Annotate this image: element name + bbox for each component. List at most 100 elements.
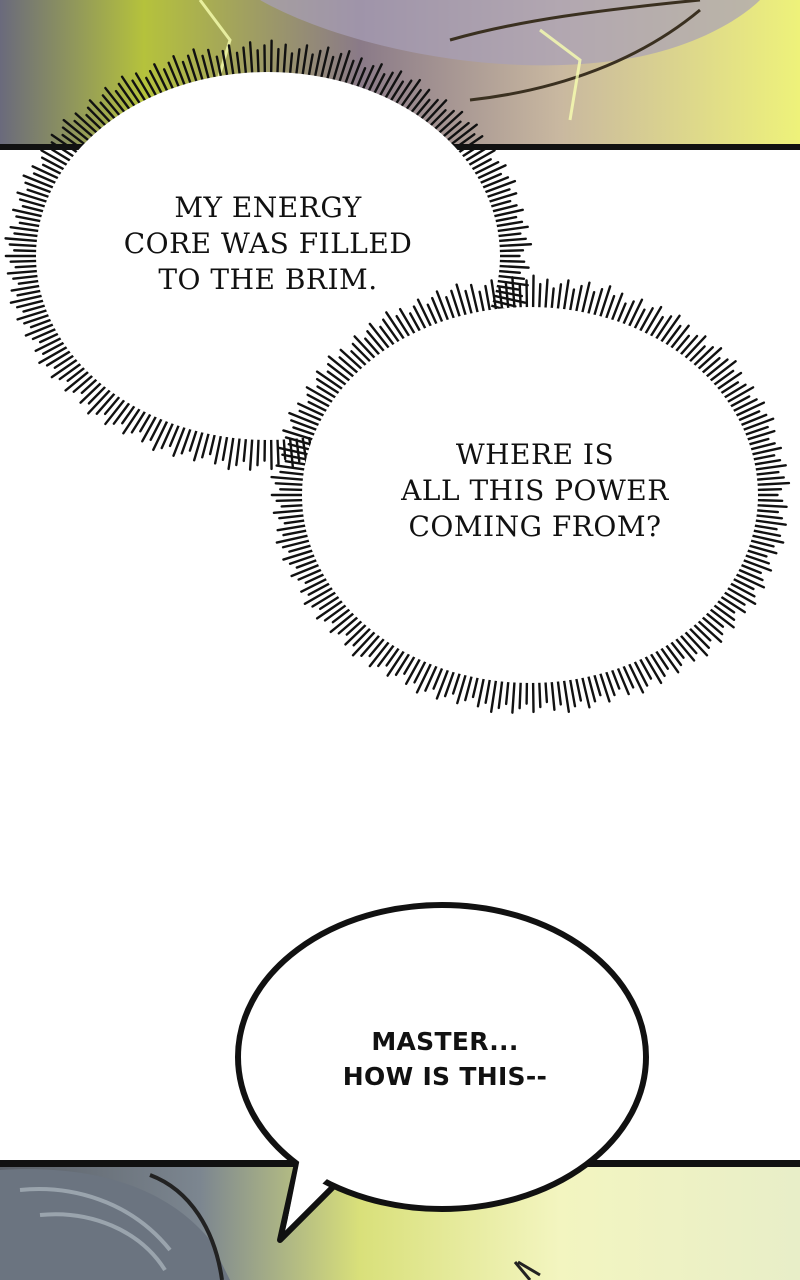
- bubble-spike: [683, 335, 707, 361]
- bubble-spike: [696, 347, 723, 372]
- bubble-spike: [495, 274, 526, 281]
- bubble-spike: [79, 380, 104, 404]
- bubble-spike: [74, 112, 99, 135]
- bubble-spike: [337, 615, 360, 635]
- bubble-spike: [643, 654, 663, 685]
- bubble-spike: [34, 336, 64, 353]
- bubble-spike: [325, 55, 335, 82]
- bubble-spike: [711, 603, 736, 621]
- bubble-spike: [315, 370, 345, 392]
- bubble-spike: [632, 308, 646, 332]
- bubble-spike: [749, 446, 783, 456]
- bubble-spike: [368, 322, 391, 351]
- bubble-spike: [627, 661, 645, 694]
- bubble-spike: [403, 654, 417, 675]
- bubble-spike: [288, 553, 318, 565]
- bubble-spike: [740, 558, 773, 572]
- bubble-spike: [32, 172, 59, 185]
- bubble-spike: [15, 299, 47, 309]
- bubble-spike: [307, 400, 330, 413]
- bubble-spike: [87, 387, 113, 415]
- thought-2-line-1: WHERE IS: [455, 438, 615, 471]
- bubble-spike: [449, 123, 478, 147]
- bubble-spike: [733, 401, 766, 418]
- bubble-spike: [337, 50, 351, 85]
- bubble-spike: [148, 69, 164, 96]
- bubble-spike: [478, 290, 486, 315]
- bubble-spike: [307, 581, 332, 596]
- bubble-spike: [428, 109, 447, 128]
- bubble-spike: [738, 563, 762, 575]
- bubble-spike: [673, 334, 691, 354]
- bubble-spike: [288, 52, 294, 77]
- bubble-spike: [494, 225, 529, 233]
- bubble-spike: [172, 424, 187, 457]
- bubble-spike: [754, 509, 780, 514]
- bubble-spike: [101, 94, 122, 118]
- bubble-spike: [700, 356, 721, 375]
- bubble-spike: [673, 636, 696, 662]
- bubble-spike: [721, 383, 747, 400]
- thought-bubble-1-text: MY ENERGY CORE WAS FILLED TO THE BRIM.: [118, 190, 418, 298]
- bubble-spike: [160, 420, 175, 450]
- bubble-spike: [423, 99, 448, 125]
- bubble-spike: [114, 89, 132, 112]
- speech-bubble: [235, 902, 649, 1212]
- thought-bubble-1: [36, 72, 500, 440]
- bubble-spike: [26, 188, 52, 199]
- bubble-spike: [167, 61, 181, 90]
- bubble-spike: [278, 514, 307, 520]
- bubble-spike: [489, 204, 518, 213]
- bubble-spike: [725, 586, 757, 605]
- bubble-spike: [395, 314, 412, 339]
- bubble-spike: [648, 651, 666, 678]
- bubble-spike: [282, 429, 316, 442]
- bubble-spike: [489, 677, 498, 714]
- bubble-spike: [456, 672, 468, 705]
- bubble-spike: [73, 119, 95, 139]
- bubble-spike: [740, 417, 775, 432]
- bubble-spike: [738, 413, 768, 427]
- bubble-spike: [544, 679, 549, 704]
- bubble-spike: [604, 294, 616, 321]
- bubble-spike: [495, 232, 522, 238]
- bubble-spike: [518, 284, 522, 311]
- bubble-spike: [598, 285, 612, 320]
- bubble-spike: [284, 436, 314, 447]
- bubble-spike: [227, 44, 235, 78]
- bubble-spike: [85, 113, 104, 132]
- bubble-spike: [208, 431, 217, 456]
- bubble-spike: [6, 269, 40, 275]
- bubble-spike: [707, 607, 735, 629]
- bubble-spike: [66, 365, 87, 382]
- bubble-spike: [451, 670, 462, 695]
- bubble-spike: [329, 611, 356, 634]
- bubble-spike: [192, 429, 205, 462]
- bubble-spike: [754, 476, 785, 481]
- bubble-spike: [58, 361, 84, 381]
- bubble-spike: [378, 71, 394, 98]
- bubble-spike: [733, 572, 766, 589]
- bubble-spike: [315, 598, 345, 620]
- bubble-spike: [14, 264, 40, 269]
- bubble-spike: [746, 437, 770, 447]
- bubble-spike: [746, 543, 778, 555]
- bubble-spike: [669, 639, 685, 659]
- bubble-spike: [443, 669, 456, 698]
- bubble-spike: [50, 141, 77, 159]
- bubble-spike: [496, 237, 527, 243]
- bubble-spike: [99, 101, 117, 121]
- bubble-spike: [379, 325, 396, 348]
- bubble-spike: [319, 46, 330, 81]
- bubble-spike: [718, 381, 740, 396]
- bubble-spike: [385, 311, 406, 342]
- bubble-spike: [327, 355, 356, 379]
- bubble-spike: [445, 121, 470, 143]
- bubble-spike: [41, 340, 67, 355]
- bubble-spike: [691, 346, 715, 368]
- bubble-spike: [678, 334, 699, 357]
- bubble-spike: [556, 678, 562, 706]
- bubble-spike: [29, 318, 54, 329]
- bubble-spike: [45, 349, 73, 367]
- bubble-spike: [736, 567, 764, 582]
